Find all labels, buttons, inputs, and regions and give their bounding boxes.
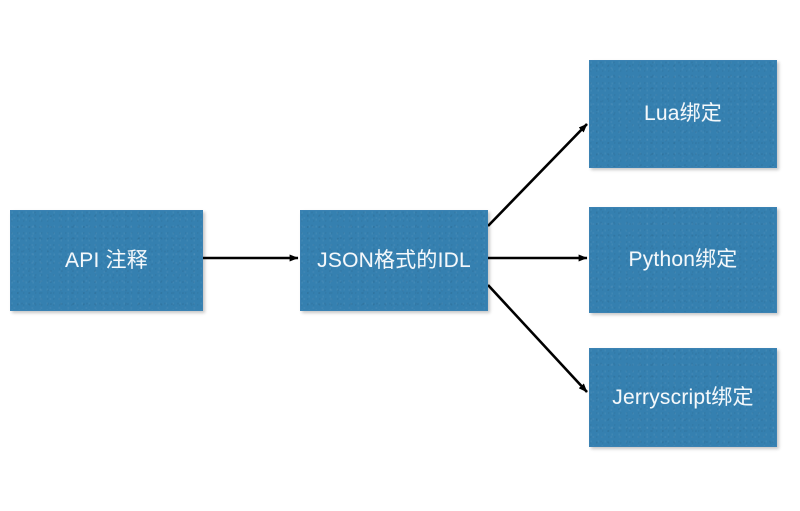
node-label: Lua绑定 (643, 102, 723, 126)
node-label: JSON格式的IDL (317, 248, 471, 272)
node-label: Jerryscript绑定 (612, 385, 754, 409)
node-lua-binding[interactable]: Lua绑定 (589, 60, 777, 168)
node-python-binding[interactable]: Python绑定 (589, 207, 777, 313)
node-json-idl[interactable]: JSON格式的IDL (300, 210, 488, 311)
node-jerryscript-binding[interactable]: Jerryscript绑定 (589, 348, 777, 447)
node-label: API 注释 (65, 248, 148, 272)
node-label: Python绑定 (628, 248, 738, 272)
node-api-annotation[interactable]: API 注释 (10, 210, 203, 311)
connector-idl-to-lua (487, 123, 588, 227)
connector-idl-to-jerry (487, 284, 588, 393)
